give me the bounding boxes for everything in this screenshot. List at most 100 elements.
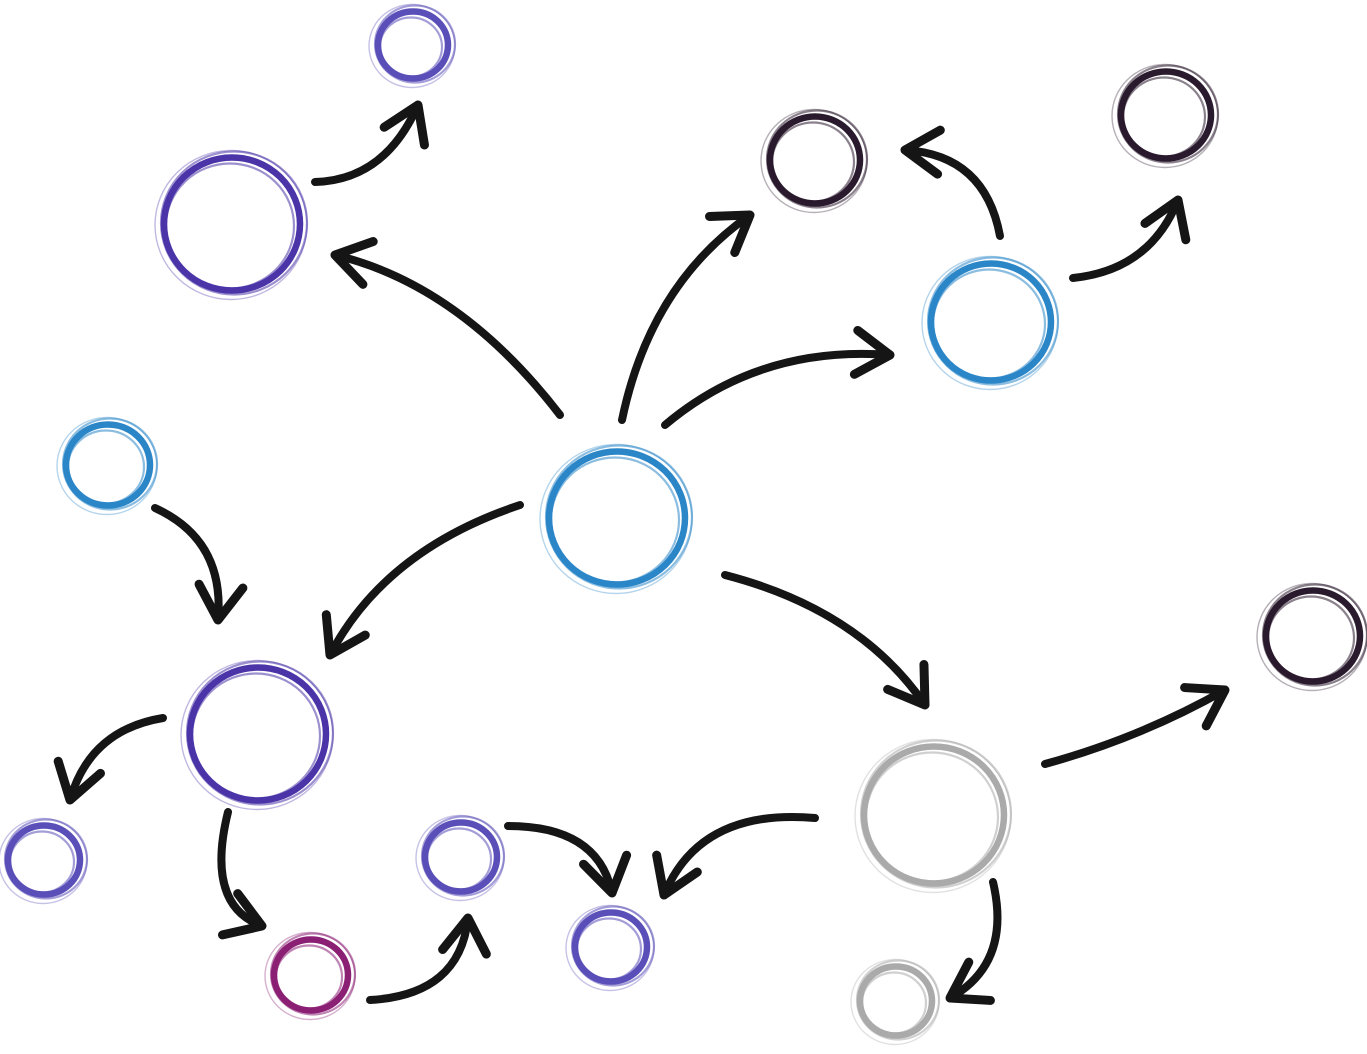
node-ring — [186, 664, 330, 804]
node-ring — [8, 830, 76, 894]
nodes-layer — [0, 3, 1367, 1046]
node-ring — [1262, 587, 1364, 685]
arrow-shaft — [311, 101, 422, 186]
node-ring — [860, 971, 928, 1035]
node-ring — [1121, 76, 1207, 158]
node-ring — [571, 909, 651, 985]
node-top-right — [1111, 63, 1220, 169]
node-center — [539, 443, 694, 595]
node-ring — [765, 109, 869, 209]
arrow-head-icon — [579, 850, 632, 898]
edge-left-small-to-left-large — [151, 504, 248, 625]
edge-center-to-left-large — [321, 501, 524, 660]
node-ring — [565, 904, 655, 992]
edge-right-to-top-right — [1069, 195, 1191, 282]
node-ring — [545, 448, 689, 588]
node-ring — [3, 818, 89, 900]
node-ring — [570, 905, 656, 987]
arrow-shaft — [721, 571, 929, 709]
edge-center-to-top-left — [330, 237, 564, 419]
node-left-large — [180, 659, 335, 811]
node-ring — [549, 456, 681, 584]
node-bottom-mid-a — [415, 814, 506, 902]
arrow-shaft — [901, 146, 1004, 240]
node-bottom-magenta — [264, 931, 357, 1021]
edge-gray-large-to-gray-small — [945, 878, 1002, 1005]
arrow-head-icon — [945, 957, 995, 1005]
node-ring — [368, 3, 456, 89]
node-top-mid — [760, 108, 869, 214]
node-ring — [770, 121, 856, 203]
node-top-left-top — [368, 3, 457, 89]
node-ring — [1116, 64, 1220, 164]
arrow-shaft — [660, 813, 819, 899]
node-bottom-mid-b — [565, 904, 656, 992]
node-ring — [164, 162, 296, 290]
node-ring — [921, 255, 1059, 391]
node-left-small — [56, 416, 159, 516]
node-ring — [927, 260, 1055, 384]
arrow-head-icon — [1180, 683, 1230, 731]
node-ring — [154, 149, 308, 301]
edge-left-large-to-far-left — [53, 714, 167, 805]
arrow-head-icon — [705, 210, 755, 258]
arrow-head-icon — [438, 913, 491, 959]
node-ring — [373, 4, 457, 84]
node-ring — [264, 931, 356, 1021]
node-ring — [856, 963, 936, 1039]
arrow-shaft — [366, 914, 472, 1004]
edge-right-to-top-mid — [900, 125, 1004, 240]
node-ring — [270, 936, 352, 1014]
node-ring — [766, 113, 864, 207]
arrow-shaft — [1069, 196, 1182, 282]
node-ring — [760, 108, 868, 214]
edge-center-to-gray-large — [721, 571, 930, 710]
node-ring — [425, 827, 493, 891]
arrow-shaft — [504, 822, 616, 897]
node-far-right — [1256, 582, 1367, 692]
node-ring — [575, 917, 643, 981]
node-ring — [160, 154, 304, 294]
arrow-shaft — [946, 878, 1002, 1002]
node-top-left — [154, 149, 309, 301]
node-ring — [1117, 68, 1215, 162]
edge-bottom-magenta-to-bottom-mid-a — [366, 913, 491, 1004]
node-ring — [159, 150, 309, 296]
arrow-shaft — [661, 349, 894, 429]
node-ring — [1261, 583, 1367, 687]
node-ring — [61, 417, 159, 511]
node-ring — [420, 815, 506, 897]
arrow-head-icon — [53, 756, 105, 805]
edge-left-large-to-bottom-magenta — [217, 808, 267, 940]
node-ring — [539, 443, 693, 595]
edge-top-left-to-top-left-top — [311, 100, 429, 186]
edge-center-to-right — [661, 325, 895, 429]
arrow-head-icon — [194, 579, 248, 625]
node-ring — [1256, 582, 1367, 692]
node-ring — [855, 959, 941, 1041]
node-ring — [269, 932, 357, 1016]
node-gray-small — [850, 958, 941, 1046]
node-ring — [185, 660, 335, 806]
arrow-shaft — [331, 251, 564, 419]
arrow-shaft — [66, 714, 167, 804]
edges-layer — [53, 100, 1230, 1005]
arrow-head-icon — [321, 610, 370, 660]
node-ring — [931, 268, 1047, 380]
node-ring — [860, 743, 1008, 887]
arrow-head-icon — [849, 325, 895, 379]
arrow-head-icon — [379, 100, 429, 150]
node-ring — [62, 421, 154, 509]
node-ring — [850, 958, 940, 1046]
edge-gray-large-to-bottom-mid-b — [652, 813, 819, 900]
node-far-left — [0, 817, 89, 905]
node-ring — [854, 738, 1012, 894]
node-ring — [378, 16, 444, 78]
arrow-shaft — [618, 211, 754, 424]
arrow-head-icon — [1140, 195, 1191, 245]
edge-bottom-mid-a-to-bottom-mid-b — [504, 822, 632, 898]
node-ring — [926, 256, 1060, 386]
arrow-shaft — [217, 808, 266, 930]
arrow-head-icon — [652, 850, 702, 900]
